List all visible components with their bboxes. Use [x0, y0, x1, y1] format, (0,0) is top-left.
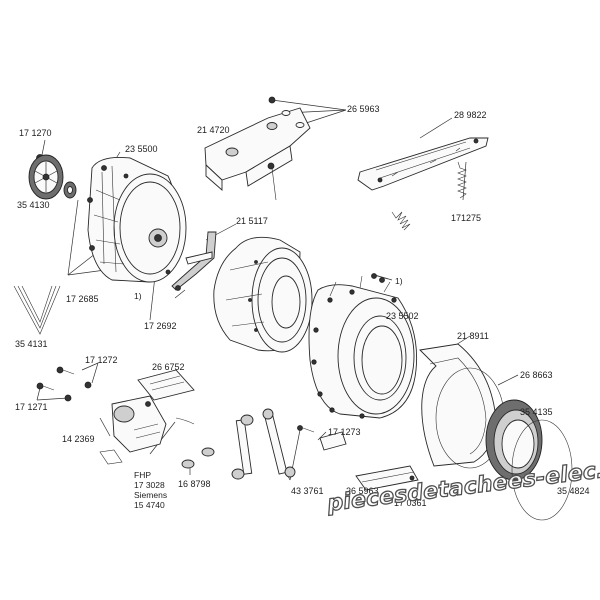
label-214720: 21 4720: [197, 125, 230, 135]
drum-icon: [213, 236, 313, 353]
label-354131: 35 4131: [15, 339, 48, 349]
bracket-215117-icon: [171, 231, 217, 291]
clip-171273-icon: [319, 431, 347, 451]
counterweight-218911-icon: [419, 343, 497, 467]
foot-168798-icon: [181, 447, 215, 469]
spring-171275-icon: [391, 161, 467, 231]
label-142369: 14 2369: [62, 434, 95, 444]
bolt-433761-icon: [297, 425, 315, 433]
label-218911: 21 8911: [457, 331, 489, 341]
label-168798: 16 8798: [178, 479, 211, 489]
label-170361: 17 0361: [394, 498, 427, 508]
motor-142369-icon: [99, 395, 195, 465]
bolt-265963-icon: [267, 96, 305, 201]
brand-siemens-number: 15 4740: [134, 500, 165, 510]
label-268663: 26 8663: [520, 370, 553, 380]
label-171271: 17 1271: [15, 402, 48, 412]
label-354824: 35 4824: [557, 486, 590, 496]
screws-171272-icon: [36, 366, 92, 402]
shock-absorber-433761-icon: [231, 408, 296, 480]
label-433761: 43 3761: [291, 486, 324, 496]
label-215117: 21 5117: [236, 216, 268, 226]
label-171272: 17 1272: [85, 355, 118, 365]
label-172692: 17 2692: [144, 321, 177, 331]
rear-tub-235500-icon: [87, 157, 187, 283]
label-171273: 17 1273: [328, 427, 361, 437]
label-235502: 23 5502: [386, 311, 419, 321]
brand-fhp: FHP: [134, 470, 151, 480]
label-265963-bottom: 26 5963: [346, 486, 379, 496]
label-289822: 28 9822: [454, 110, 487, 120]
clamp-354824-icon: [511, 419, 573, 521]
footnote-marker-middle: 1): [134, 291, 142, 301]
brand-fhp-number: 17 3028: [134, 480, 165, 490]
pulley-354130-icon: [28, 154, 64, 200]
footnote-marker-top: 1): [395, 276, 403, 286]
washer-icon: [63, 181, 77, 199]
belt-354131-icon: [13, 285, 61, 335]
label-354135: 35 4135: [520, 407, 553, 417]
counterweight-214720-icon: [204, 107, 311, 191]
front-tub-235502-icon: [308, 275, 418, 419]
bracket-289822-icon: [357, 137, 489, 191]
label-235500: 23 5500: [125, 144, 158, 154]
heater-265963-icon: [355, 465, 419, 491]
bag-266752-icon: [137, 369, 195, 401]
brand-siemens: Siemens: [134, 490, 168, 500]
screw-1-icon: [165, 269, 389, 280]
label-266752: 26 6752: [152, 362, 185, 372]
label-171270: 17 1270: [19, 128, 52, 138]
gasket-354135-icon: [485, 399, 543, 481]
label-171275: 171275: [451, 213, 482, 223]
label-265963-top: 26 5963: [347, 104, 380, 114]
label-172685: 17 2685: [66, 294, 99, 304]
label-354130: 35 4130: [17, 200, 50, 210]
